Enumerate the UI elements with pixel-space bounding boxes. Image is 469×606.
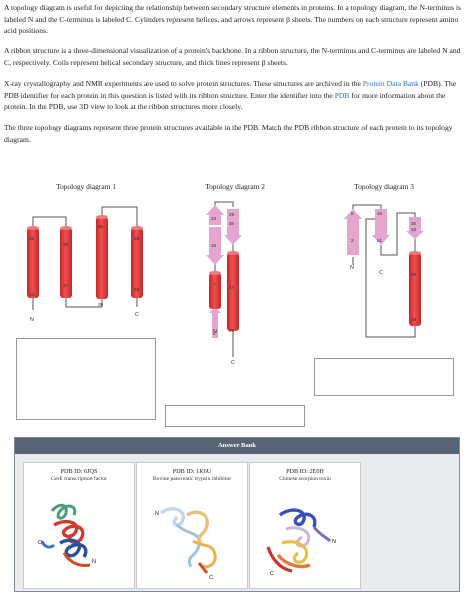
diagram-1-helices — [27, 215, 143, 299]
answer-card-1k6u[interactable]: PDB ID: 1K6U Bovine pancreatic trypsin i… — [136, 462, 248, 589]
d3-label-18: 18 — [411, 317, 417, 322]
instruction-paragraph-3: X-ray crystallography and NMR experiment… — [4, 78, 466, 113]
pdb-link[interactable]: PDB — [334, 90, 350, 100]
d1-label-39: 39 — [98, 302, 104, 307]
d1-label-58: 58 — [134, 236, 140, 241]
diagram-2-labels: 24 29 18 35 7 47 2 56 N C — [211, 212, 235, 366]
topology-diagrams: 25 28 55 58 37 39 69 13 N C 24 29 18 35 … — [27, 201, 424, 366]
d1-n-terminus: N — [30, 317, 34, 323]
diagram-3-title: Topology diagram 3 — [354, 182, 414, 191]
answer-card-6jqs[interactable]: PDB ID: 6JQS GerE transcription factor C… — [23, 462, 135, 589]
d3-c-terminus: C — [379, 270, 383, 276]
instruction-paragraph-1: A topology diagram is useful for depicti… — [4, 3, 461, 36]
d3-label-2: 2 — [351, 238, 354, 243]
d3-label-46: 46 — [377, 211, 383, 216]
topology-diagram-1 — [32, 206, 138, 310]
diagram-2-helices — [209, 251, 239, 331]
d3-strand-6 — [344, 209, 362, 255]
diagram-2-title: Topology diagram 2 — [205, 182, 265, 191]
card-pdb-id: PDB ID: 1K6U — [172, 468, 212, 475]
d3-label-51: 51 — [377, 238, 383, 243]
d3-n-terminus: N — [350, 265, 354, 271]
card-protein-name: GerE transcription factor — [51, 476, 107, 482]
instruction-paragraph-2: A ribbon structure is a three-dimensiona… — [4, 46, 461, 67]
ribbon-structure-image: C N — [266, 508, 336, 577]
diagram-3-labels: 6 46 35 33 2 51 29 18 N C — [350, 211, 417, 322]
d3-strand-46-51 — [372, 209, 390, 245]
d2-label-56: 56 — [229, 328, 235, 333]
d3-label-29: 29 — [411, 272, 417, 277]
d2-n-arrow — [209, 307, 221, 338]
card-pdb-id: PDB ID: 2E0H — [286, 468, 324, 475]
d2-label-35: 35 — [229, 221, 235, 226]
d1-label-69: 69 — [134, 287, 140, 292]
answer-bank-header: Answer Bank — [15, 438, 459, 454]
d2-strand-24 — [206, 205, 224, 225]
ribbon-structure-image: C N — [38, 503, 96, 567]
drop-target-diagram-3[interactable] — [314, 358, 454, 396]
svg-text:N: N — [332, 539, 336, 545]
diagram-2-strands — [206, 205, 242, 338]
card-protein-name: Chinese scorpion toxin — [279, 476, 331, 482]
d2-label-47: 47 — [229, 285, 235, 290]
p3-text-a: X-ray crystallography and NMR experiment… — [4, 79, 363, 88]
d2-label-7: 7 — [213, 282, 216, 287]
p3-text-c: for more information about the protein. … — [4, 90, 446, 112]
d2-label-2: 2 — [213, 331, 216, 336]
diagram-3-helices — [409, 251, 421, 326]
diagram-3-strands — [344, 209, 424, 255]
ribbon-structure-image: N C — [155, 507, 217, 581]
answer-bank: Answer Bank PDB ID: 6JQS GerE transcript… — [14, 437, 460, 592]
d3-label-6: 6 — [351, 211, 354, 216]
answer-card-2e0h[interactable]: PDB ID: 2E0H Chinese scorpion toxin C N — [249, 462, 361, 589]
svg-text:N: N — [92, 559, 96, 565]
protein-data-bank-link[interactable]: Protein Data Bank — [362, 79, 419, 88]
svg-text:C: C — [270, 571, 274, 577]
card-pdb-id: PDB ID: 6JQS — [60, 468, 98, 475]
drop-target-diagram-2[interactable] — [165, 405, 305, 427]
d1-label-13: 13 — [29, 292, 35, 297]
svg-text:C: C — [209, 575, 213, 581]
d1-label-37: 37 — [63, 283, 69, 288]
d2-label-29: 29 — [229, 212, 235, 217]
instruction-paragraph-4: The three topology diagrams represent th… — [4, 123, 453, 144]
d3-label-33: 33 — [411, 227, 417, 232]
d2-strand-18 — [206, 227, 224, 265]
p3-text-b: (PDB). The PDB identifier for each prote… — [4, 79, 457, 100]
d2-strand-29-35 — [224, 209, 242, 245]
d3-strand-35-33 — [406, 217, 424, 239]
d2-n-terminus: N — [213, 329, 217, 335]
d1-c-terminus: C — [135, 312, 139, 318]
svg-text:C: C — [38, 540, 42, 546]
d3-label-35: 35 — [411, 221, 417, 226]
diagram-1-title: Topology diagram 1 — [56, 182, 116, 191]
diagram-1-labels: 25 28 55 58 37 39 69 13 N C — [29, 224, 140, 323]
svg-text:N: N — [155, 511, 159, 517]
drop-target-diagram-1[interactable] — [16, 338, 156, 420]
d1-label-55: 55 — [98, 224, 104, 229]
d1-label-25: 25 — [29, 236, 35, 241]
d2-label-18: 18 — [211, 243, 217, 248]
d2-c-terminus: C — [231, 360, 235, 366]
d1-label-28: 28 — [63, 242, 69, 247]
d2-label-24: 24 — [211, 216, 217, 221]
card-protein-name: Bovine pancreatic trypsin inhibitor — [152, 476, 232, 482]
